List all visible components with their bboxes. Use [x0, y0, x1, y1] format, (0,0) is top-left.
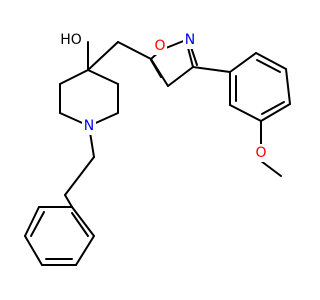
bond-ethyl: [64, 156, 95, 196]
isoxazole-nitrogen-label-bg: [183, 31, 197, 49]
bond-ethyl-to-phenyl: [64, 194, 73, 208]
bond-aryl-double-2: [261, 101, 285, 115]
isoxazole-oxygen-label: O: [154, 38, 165, 54]
bond-methoxy-oxygen-to-methyl: [260, 160, 282, 177]
atom-label-layer: HO N O N O: [57, 31, 268, 162]
bond-c4-to-methylene: [87, 41, 119, 71]
bond-phenyl-2: [24, 206, 40, 237]
bond-aryl-double-1: [256, 59, 281, 73]
bond-layer: [24, 39, 291, 266]
piperidine-nitrogen-label: N: [84, 118, 94, 134]
hydroxyl-label: HO: [60, 32, 82, 48]
isoxazole-oxygen-label-bg: [153, 37, 167, 55]
bond-aryl-2: [255, 52, 287, 70]
bond-isoxazole-double-1: [190, 46, 198, 66]
structure-diagram: HO N O N O: [24, 31, 291, 266]
bond-phenyl-3: [24, 235, 43, 266]
molecule-canvas: HO N O N O: [24, 31, 291, 266]
bond-phenyl-6: [71, 206, 95, 237]
bond-isoxazole-to-aryl: [192, 66, 231, 73]
bond-piperidine-1: [59, 69, 89, 85]
methoxy-oxygen-label: O: [255, 145, 266, 161]
bond-c3-to-c4: [167, 66, 194, 87]
isoxazole-nitrogen-label: N: [185, 32, 195, 48]
methoxy-oxygen-label-bg: [254, 144, 268, 162]
bond-aryl-4: [260, 103, 291, 122]
bond-aryl-5: [229, 104, 262, 122]
bond-phenyl-double-3: [71, 212, 89, 237]
bond-phenyl-double-1: [30, 211, 45, 237]
bond-aryl-1: [229, 52, 257, 73]
bond-aryl-3: [285, 68, 291, 105]
bond-isoxazole-double-2: [150, 59, 162, 78]
piperidine-nitrogen-label-bg: [82, 117, 96, 135]
bond-phenyl-5: [75, 235, 95, 266]
bond-piperidine-6: [87, 69, 119, 85]
hydroxyl-label-bg: [57, 31, 85, 49]
bond-methylene-to-isoxazole: [117, 41, 152, 60]
